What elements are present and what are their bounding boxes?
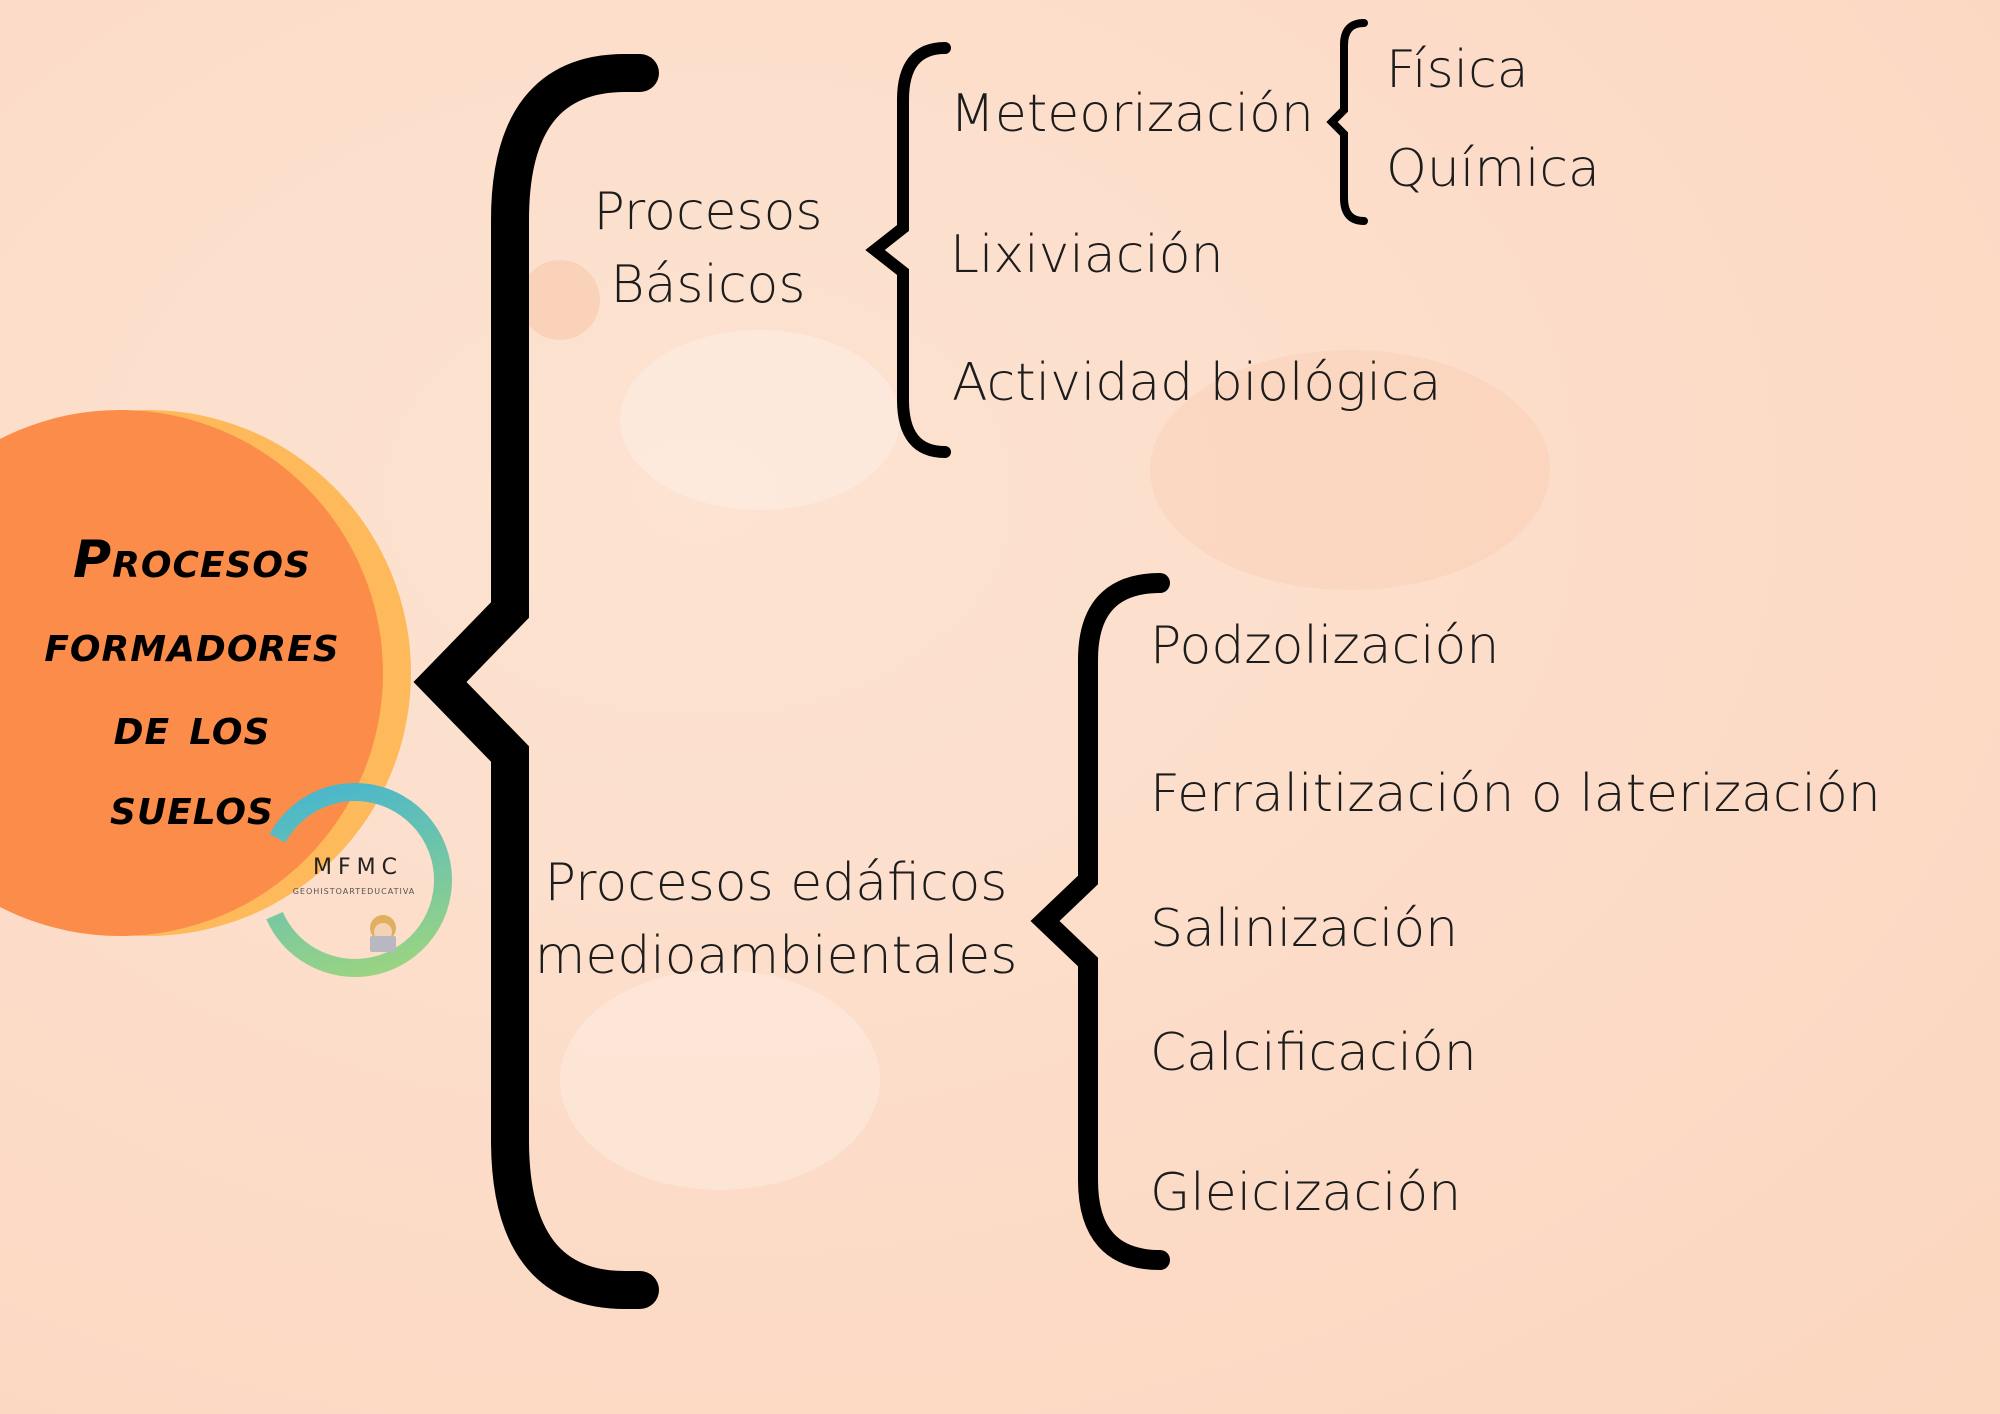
meteorizacion-quimica: Química	[1386, 139, 1600, 199]
edaphic-item-salinizacion: Salinización	[1150, 899, 1458, 959]
edaphic-item-podzolizacion: Podzolización	[1150, 616, 1499, 676]
title-line-2: formadores	[44, 614, 339, 674]
basic-brace	[865, 42, 951, 458]
edaphic-item-ferralitizacion: Ferralitización o laterización	[1150, 764, 1881, 824]
logo-subtitle: GEOHISTOARTEDUCATIVA	[293, 887, 416, 896]
avatar-icon	[370, 915, 396, 952]
watercolor-stains	[520, 260, 1550, 1190]
basic-item-actividad-biologica: Actividad biológica	[952, 353, 1441, 413]
title-line-3: de los	[114, 697, 271, 757]
edaphic-item-calcificacion: Calcificación	[1150, 1023, 1477, 1083]
title-circle	[0, 410, 383, 936]
basic-item-meteorizacion: Meteorización	[950, 84, 1314, 144]
edaphic-label-line-2: medioambientales	[535, 926, 1018, 986]
basic-item-lixiviacion: Lixiviación	[950, 225, 1224, 285]
basic-label-line-1: Procesos	[593, 182, 822, 242]
main-brace	[413, 54, 659, 1309]
edaphic-label-line-1: Procesos edáficos	[545, 853, 1008, 913]
basic-label-line-2: Básicos	[611, 255, 806, 315]
edaphic-brace	[1030, 573, 1170, 1270]
logo: MFMC GEOHISTOARTEDUCATIVA	[258, 783, 452, 978]
title-line-1: Procesos	[73, 530, 311, 590]
edaphic-item-gleicizacion: Gleicización	[1150, 1163, 1461, 1223]
logo-initials: MFMC	[313, 855, 403, 880]
meteorizacion-brace	[1326, 19, 1368, 225]
meteorizacion-fisica: Física	[1386, 40, 1529, 100]
title-line-4: suelos	[110, 777, 274, 837]
